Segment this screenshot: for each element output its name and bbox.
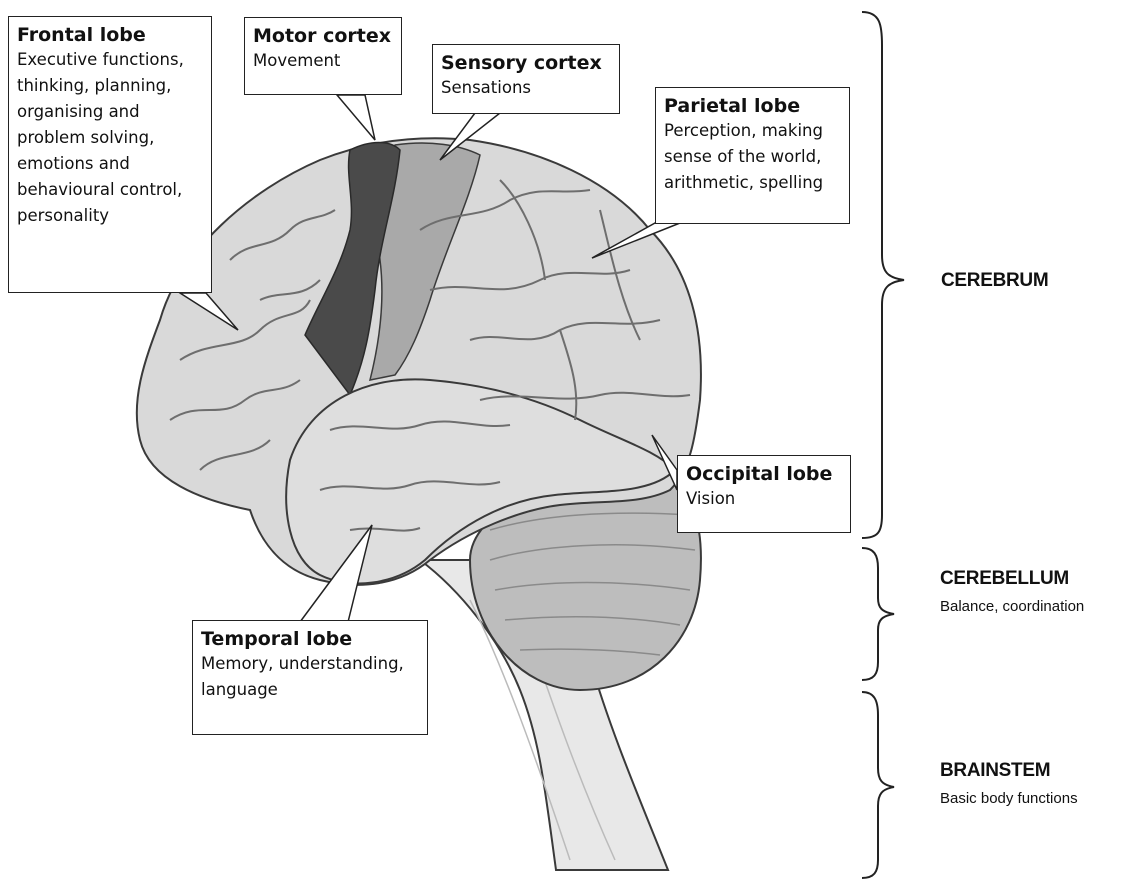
parietal-lobe-desc: Perception, making sense of the world, a… <box>664 118 841 196</box>
brainstem-label: BRAINSTEM Basic body functions <box>940 760 1078 807</box>
temporal-lobe-callout: Temporal lobe Memory, understanding, lan… <box>192 620 428 735</box>
brainstem-brace <box>862 692 894 878</box>
occipital-lobe-title: Occipital lobe <box>686 462 842 486</box>
motor-cortex-callout: Motor cortex Movement <box>244 17 402 95</box>
motor-cortex-title: Motor cortex <box>253 24 393 48</box>
sensory-cortex-title: Sensory cortex <box>441 51 611 75</box>
frontal-lobe-desc: Executive functions, thinking, planning,… <box>17 47 203 229</box>
parietal-lobe-callout: Parietal lobe Perception, making sense o… <box>655 87 850 224</box>
motor-pointer <box>337 95 375 140</box>
cerebrum-label: CEREBRUM <box>941 270 1048 292</box>
occipital-lobe-callout: Occipital lobe Vision <box>677 455 851 533</box>
cerebellum-label: CEREBELLUM Balance, coordination <box>940 568 1084 615</box>
sensory-cortex-callout: Sensory cortex Sensations <box>432 44 620 114</box>
temporal-lobe-desc: Memory, understanding, language <box>201 651 419 703</box>
temporal-lobe-title: Temporal lobe <box>201 627 419 651</box>
cerebrum-title: CEREBRUM <box>941 270 1048 292</box>
brainstem-desc: Basic body functions <box>940 790 1078 807</box>
frontal-lobe-callout: Frontal lobe Executive functions, thinki… <box>8 16 212 293</box>
cerebellum-brace <box>862 548 894 680</box>
occipital-lobe-desc: Vision <box>686 486 842 512</box>
cerebellum-desc: Balance, coordination <box>940 598 1084 615</box>
cerebrum-brace <box>862 12 904 538</box>
frontal-lobe-title: Frontal lobe <box>17 23 203 47</box>
cerebellum-title: CEREBELLUM <box>940 568 1084 590</box>
parietal-lobe-title: Parietal lobe <box>664 94 841 118</box>
brainstem-title: BRAINSTEM <box>940 760 1078 782</box>
sensory-cortex-desc: Sensations <box>441 75 611 101</box>
motor-cortex-desc: Movement <box>253 48 393 74</box>
